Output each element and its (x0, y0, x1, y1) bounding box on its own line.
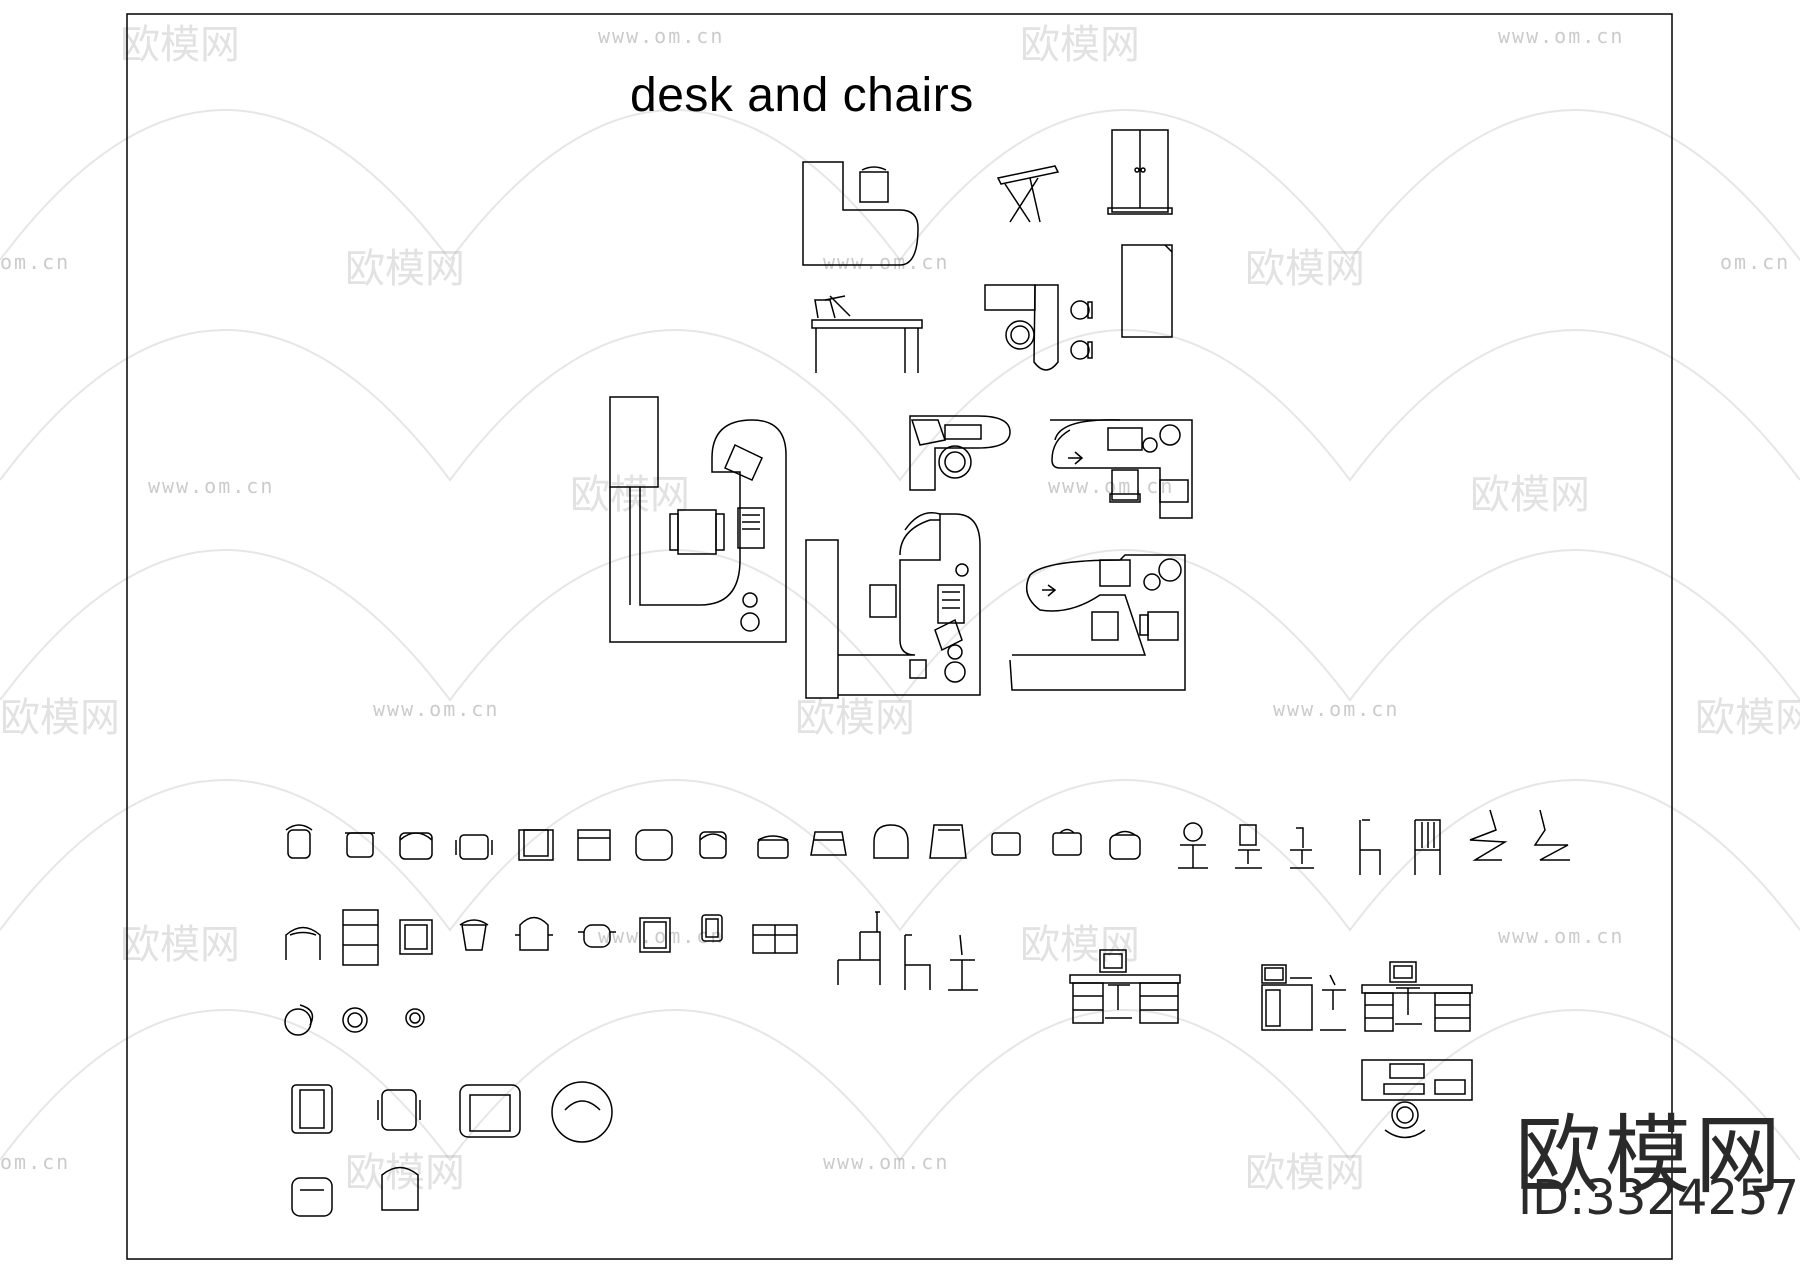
workstation-2 (910, 416, 1010, 490)
computer-desk-1 (1070, 950, 1180, 1023)
chair-row-2 (286, 910, 978, 990)
drawing-title: desk and chairs (630, 69, 974, 122)
workstation-4 (806, 513, 980, 698)
tall-panel (1122, 245, 1172, 337)
round-stools (285, 1005, 424, 1035)
small-desk-chairs (985, 285, 1092, 370)
armchairs (292, 1082, 612, 1216)
drawing-border (127, 14, 1672, 1259)
workstation-5 (1010, 555, 1185, 690)
computer-desk-2 (1262, 965, 1346, 1030)
workstation-3 (1050, 420, 1192, 518)
drafting-table (998, 166, 1058, 222)
brand-logo-text: 欧模网 (1515, 1106, 1785, 1206)
desk-elevation (812, 296, 922, 373)
cabinet-front (1108, 130, 1172, 214)
l-desk-plan (803, 162, 918, 265)
computer-desk-plan (1362, 1060, 1472, 1138)
computer-desk-3 (1362, 962, 1472, 1031)
chair-row-1 (286, 810, 1570, 875)
brand-id: ID:3324257 (1518, 1170, 1800, 1226)
workstation-1 (610, 397, 786, 642)
